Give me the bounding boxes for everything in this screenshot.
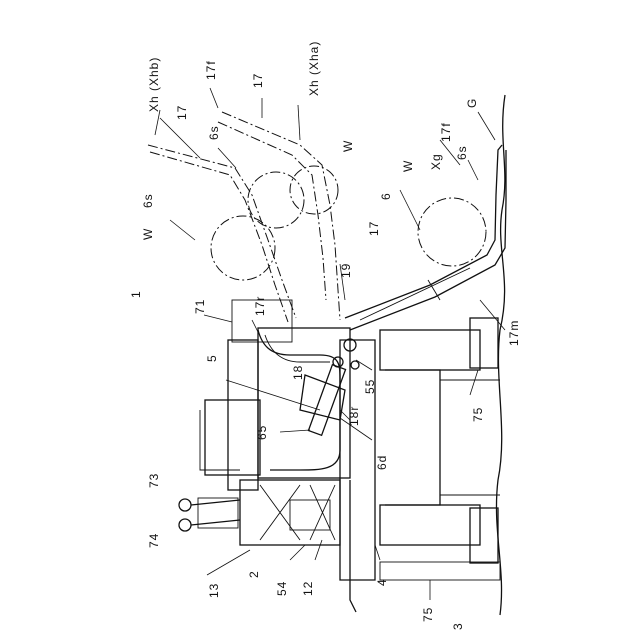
label-6s-c: 6s [141, 193, 155, 208]
label-65: 65 [255, 425, 269, 440]
label-w-a: W [341, 140, 355, 152]
label-18r: 18r [347, 406, 361, 426]
label-2: 2 [247, 570, 261, 578]
label-17-b: 17 [251, 73, 265, 88]
label-17-a: 17 [175, 105, 189, 120]
label-74: 74 [147, 533, 161, 548]
label-19: 19 [339, 263, 353, 278]
label-54: 54 [275, 581, 289, 596]
label-71: 71 [193, 299, 207, 314]
label-6d: 6d [375, 455, 389, 470]
label-3: 3 [451, 622, 465, 630]
label-xhb: Xh (Xhb) [147, 57, 161, 112]
label-12: 12 [301, 581, 315, 596]
label-73: 73 [147, 473, 161, 488]
label-17-c: 17 [367, 221, 381, 236]
label-6s-a: 6s [207, 125, 221, 140]
label-5: 5 [205, 354, 219, 362]
levers [179, 498, 240, 531]
label-g: G [465, 98, 479, 108]
label-w-b: W [401, 160, 415, 172]
bale-w-ground [418, 198, 486, 266]
label-1: 1 [129, 290, 143, 298]
guard-71 [258, 330, 340, 470]
label-75-b: 75 [421, 607, 435, 622]
label-75-a: 75 [471, 407, 485, 422]
control-block [200, 400, 340, 545]
frame-17-raised-xha [218, 112, 340, 320]
vehicle-body [228, 300, 500, 612]
label-4: 4 [375, 578, 389, 586]
label-55: 55 [363, 379, 377, 394]
label-xg: Xg [429, 153, 443, 170]
label-17r: 17r [253, 296, 267, 316]
label-17f-top: 17f [204, 60, 218, 80]
frame-17-raised-xhb [148, 145, 304, 322]
label-6s-b: 6s [455, 145, 469, 160]
label-w-left: W [141, 228, 155, 240]
label-6: 6 [379, 192, 393, 200]
label-17f-right: 17f [439, 122, 453, 142]
label-17m: 17m [507, 320, 521, 346]
label-18: 18 [291, 365, 305, 380]
label-13: 13 [207, 583, 221, 598]
label-xha: Xh (Xha) [307, 41, 321, 96]
